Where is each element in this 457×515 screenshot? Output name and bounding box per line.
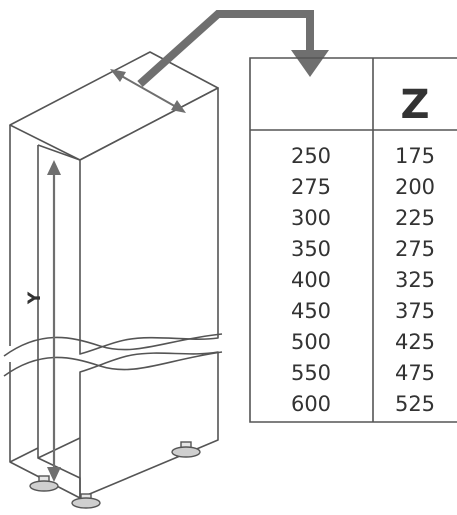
table-cell-left: 400: [291, 268, 331, 292]
height-dimension: [47, 160, 61, 482]
table-cell-right: 525: [395, 392, 435, 416]
foot-front: [71, 493, 101, 509]
height-arrowhead-bottom: [47, 467, 61, 482]
dimension-table: Z 250 175 275 200 300 225 350 275 400 32…: [249, 57, 457, 423]
table-cell-left: 350: [291, 237, 331, 261]
table-cell-right: 225: [395, 206, 435, 230]
table-cell-right: 375: [395, 299, 435, 323]
pointer-arrowhead: [291, 50, 329, 77]
table-cell-left: 550: [291, 361, 331, 385]
foot-right: [171, 441, 201, 458]
cabinet-inner-top-edge: [37, 144, 81, 161]
table-cell-left: 500: [291, 330, 331, 354]
table-cell-right: 200: [395, 175, 435, 199]
table-header-z: Z: [400, 82, 429, 128]
cabinet-front-panel-lower: [79, 351, 219, 499]
height-arrowhead-top: [47, 160, 61, 175]
pointer-arrow: [137, 10, 329, 87]
table-cell-left: 450: [291, 299, 331, 323]
table-cell-left: 275: [291, 175, 331, 199]
table-outline: [249, 57, 457, 423]
cabinet: [3, 51, 223, 499]
depth-dimension-line: [117, 73, 179, 109]
depth-dimension: [110, 69, 186, 113]
cabinet-feet: [29, 441, 201, 509]
height-dimension-label: Y: [25, 291, 45, 305]
break-line-top: [3, 333, 223, 357]
table-cell-right: 275: [395, 237, 435, 261]
cabinet-bottom-panel: [9, 447, 81, 498]
table-cell-right: 325: [395, 268, 435, 292]
pointer-arrow-shaft: [137, 10, 314, 87]
depth-arrowhead-back: [110, 69, 126, 82]
table-cell-left: 600: [291, 392, 331, 416]
table-cell-left: 250: [291, 144, 331, 168]
break-line-bottom: [3, 351, 223, 377]
cabinet-front-panel-upper: [79, 87, 219, 355]
table-cell-right: 175: [395, 144, 435, 168]
table-cell-right: 425: [395, 330, 435, 354]
table-rows: 250 175 275 200 300 225 350 275 400 325 …: [291, 144, 435, 416]
table-cell-right: 475: [395, 361, 435, 385]
table-cell-left: 300: [291, 206, 331, 230]
depth-arrowhead-front: [171, 100, 186, 113]
foot-left: [29, 475, 59, 492]
